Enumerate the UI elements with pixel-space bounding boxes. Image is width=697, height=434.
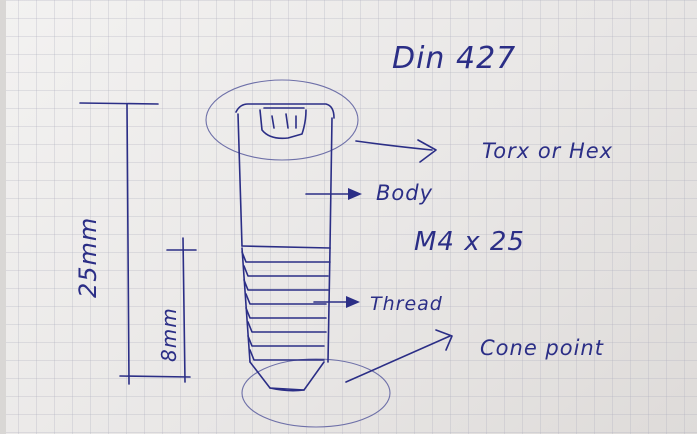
point-arrow (345, 329, 453, 383)
screw-drawing (235, 103, 335, 392)
thread-length-dimension (166, 237, 197, 383)
cone-point-label: Cone point (480, 336, 604, 360)
overall-length-label: 25mm (74, 217, 102, 298)
size-label: M4 x 25 (414, 227, 525, 257)
drive-arrow (355, 139, 437, 163)
overall-length-dimension (79, 102, 191, 385)
thread-arrow-head (346, 296, 360, 308)
body-label: Body (376, 181, 433, 205)
point-highlight-ellipse (241, 358, 391, 428)
thread-length-label: 8mm (157, 307, 181, 362)
body-arrow-head (348, 188, 362, 200)
thread-label: Thread (370, 293, 443, 315)
head-highlight-ellipse (205, 79, 359, 161)
drive-label: Torx or Hex (482, 139, 613, 163)
title-text: Din 427 (392, 41, 516, 76)
